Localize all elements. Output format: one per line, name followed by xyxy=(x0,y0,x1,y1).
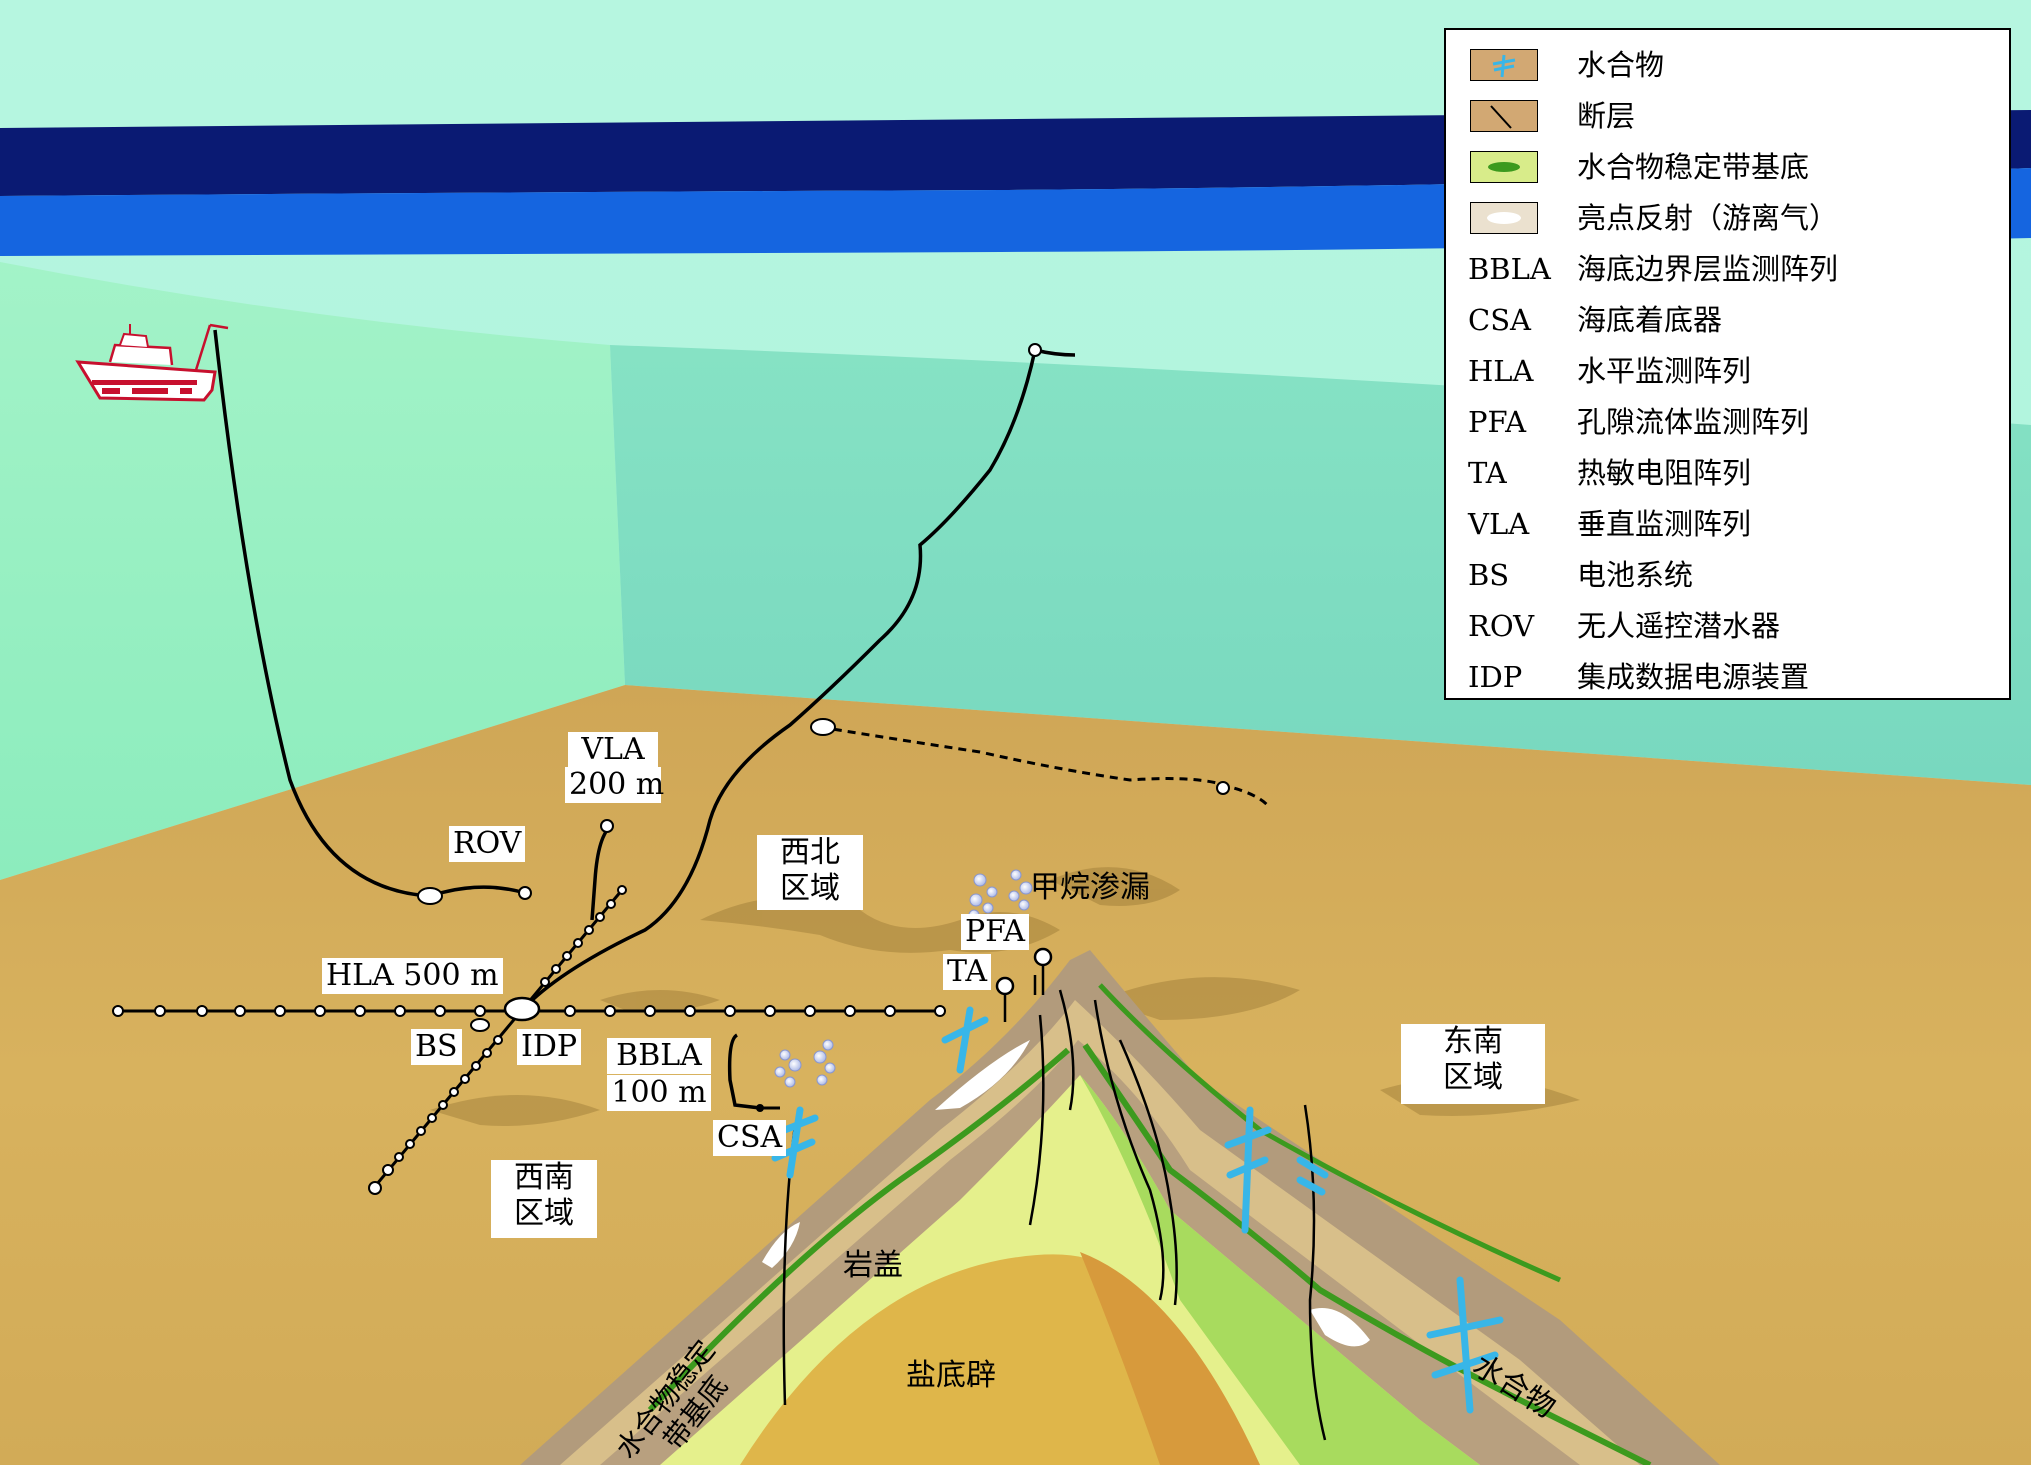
southwest-region-label: 西南区域 xyxy=(491,1160,597,1238)
salt-diapir-label: 盐底辟 xyxy=(906,1358,996,1393)
csa-label: CSA xyxy=(713,1120,787,1156)
hydrate-swatch-icon xyxy=(1470,49,1538,81)
legend-item: IDP 集成数据电源装置 xyxy=(1468,660,1810,694)
idp-label: IDP xyxy=(517,1029,582,1065)
cross-section xyxy=(520,950,1720,1465)
legend-item: ROV 无人遥控潜水器 xyxy=(1468,609,1781,643)
water-wall-left xyxy=(0,262,625,880)
vla-length-label: 200 m xyxy=(565,767,664,803)
bright-spot-swatch-icon xyxy=(1470,202,1538,234)
csa-marker xyxy=(756,1104,780,1112)
methane-bubbles xyxy=(774,869,1033,1088)
rov-label: ROV xyxy=(449,826,526,862)
legend-item: BS 电池系统 xyxy=(1468,558,1694,592)
legend-item: CSA 海底着底器 xyxy=(1468,303,1723,337)
junction-node xyxy=(810,718,836,736)
bs-label: BS xyxy=(411,1029,462,1065)
bsr-swatch-icon xyxy=(1470,151,1538,183)
legend-item: 水合物稳定带基底 xyxy=(1446,145,2009,189)
legend-item: 水合物 xyxy=(1446,43,2009,87)
legend-item: BBLA 海底边界层监测阵列 xyxy=(1468,252,1839,286)
idp-node xyxy=(503,996,541,1022)
ship-icon xyxy=(75,323,229,402)
legend-item: HLA 水平监测阵列 xyxy=(1468,354,1752,388)
legend-item: 亮点反射（游离气） xyxy=(1446,196,2009,240)
legend: 水合物 断层 水合物稳定带基底 亮点反射（游离气） BBLA 海底边界层监测阵列… xyxy=(1444,28,2011,700)
hla-array xyxy=(112,885,946,1195)
legend-item: VLA 垂直监测阵列 xyxy=(1468,507,1752,541)
southeast-region-label: 东南区域 xyxy=(1401,1024,1545,1104)
probes xyxy=(995,947,1053,1022)
methane-seep-label: 甲烷渗漏 xyxy=(1030,870,1150,905)
bs-node xyxy=(470,1018,490,1032)
bbla-length-label: 100 m xyxy=(607,1075,711,1111)
rov-node xyxy=(417,887,443,905)
pfa-label: PFA xyxy=(961,914,1030,950)
vla-label: VLA xyxy=(568,732,658,768)
dashed-cable xyxy=(819,725,1272,809)
northwest-region-label: 西北区域 xyxy=(757,835,863,910)
cap-rock-label: 岩盖 xyxy=(843,1248,903,1283)
fault-swatch-icon xyxy=(1470,100,1538,132)
ta-label: TA xyxy=(943,954,992,990)
legend-item: PFA 孔隙流体监测阵列 xyxy=(1468,405,1810,439)
legend-item: 断层 xyxy=(1446,94,2009,138)
bbla-label: BBLA xyxy=(607,1038,711,1074)
legend-item: TA 热敏电阻阵列 xyxy=(1468,456,1752,490)
hla-label: HLA 500 m xyxy=(322,958,503,994)
